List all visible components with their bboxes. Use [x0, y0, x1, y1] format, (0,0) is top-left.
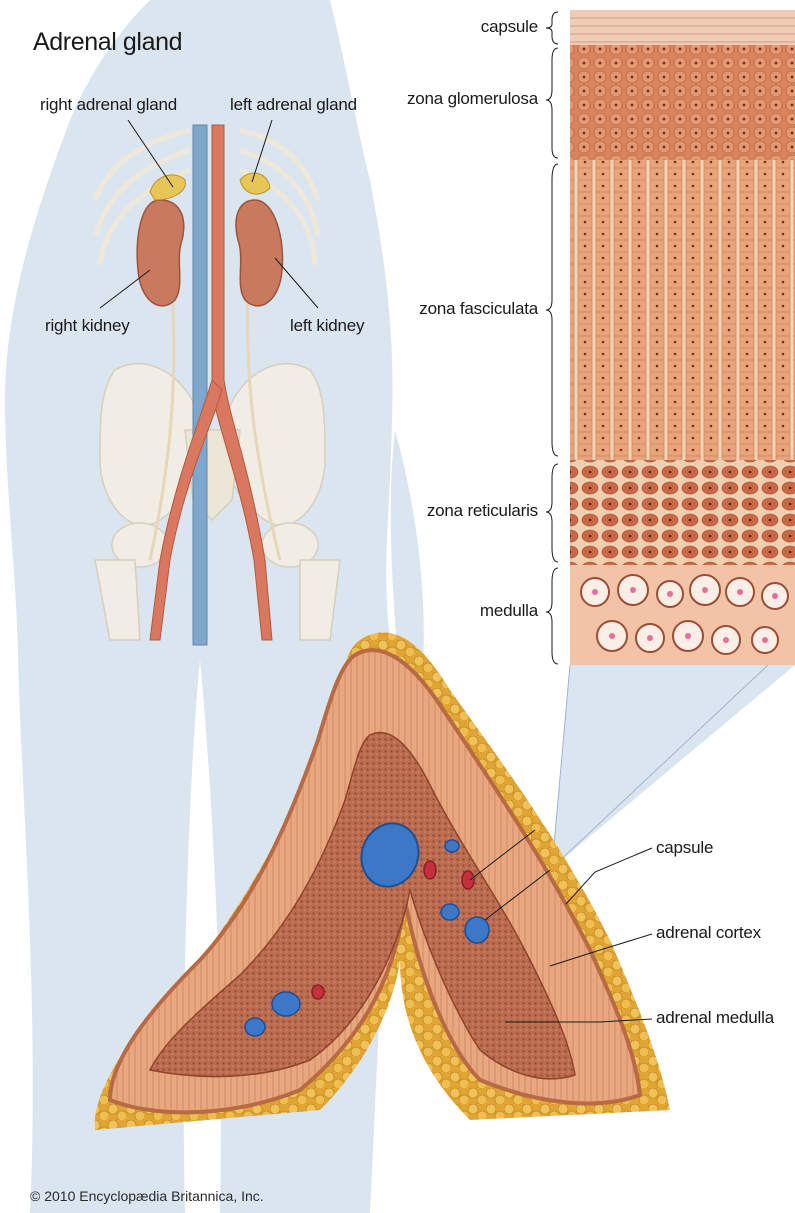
label-left-kidney: left kidney: [290, 316, 364, 336]
label-section-capsule: capsule: [656, 838, 713, 858]
label-adrenal-medulla: adrenal medulla: [656, 1008, 774, 1028]
label-layer-capsule: capsule: [481, 17, 538, 37]
label-right-kidney: right kidney: [45, 316, 130, 336]
label-left-adrenal-gland: left adrenal gland: [230, 95, 357, 115]
layer-brackets: [546, 12, 558, 664]
label-zona-fasciculata: zona fasciculata: [419, 299, 538, 319]
copyright-notice: © 2010 Encyclopædia Britannica, Inc.: [30, 1188, 264, 1204]
label-zona-glomerulosa: zona glomerulosa: [407, 89, 538, 109]
label-zona-reticularis: zona reticularis: [427, 501, 538, 521]
figure-title: Adrenal gland: [33, 28, 182, 57]
label-right-adrenal-gland: right adrenal gland: [40, 95, 177, 115]
label-adrenal-cortex: adrenal cortex: [656, 923, 761, 943]
cortex-layers-column: [570, 10, 795, 665]
label-layer-medulla: medulla: [480, 601, 538, 621]
